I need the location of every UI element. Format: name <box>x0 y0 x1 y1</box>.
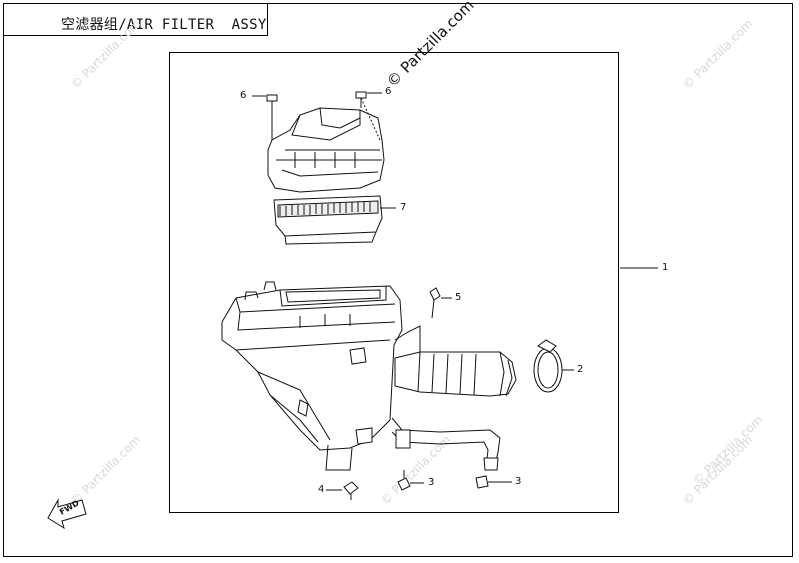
callout-6-left: 6 <box>240 90 247 101</box>
airbox-lower-housing <box>221 281 403 471</box>
hose-clamp <box>533 339 574 393</box>
screw-3-right <box>475 475 512 489</box>
callout-3-right: 3 <box>515 476 522 487</box>
screw-4 <box>326 481 359 500</box>
screw-5 <box>429 287 452 319</box>
title-box: 空滤器组/AIR FILTER ASSY <box>3 3 268 36</box>
callout-5: 5 <box>455 292 462 303</box>
callout-1: 1 <box>662 262 669 273</box>
filter-element <box>273 195 396 245</box>
bolt-6-left <box>252 94 278 140</box>
screw-3-left <box>397 470 424 491</box>
callout-4: 4 <box>318 484 325 495</box>
bolt-6-right <box>355 91 382 141</box>
diagram-title: 空滤器组/AIR FILTER ASSY <box>61 17 267 33</box>
parts-frame <box>169 52 619 513</box>
page-border <box>3 3 793 557</box>
airbox-cover <box>267 107 385 193</box>
drain-hose <box>391 417 501 471</box>
callout-3-left: 3 <box>428 477 435 488</box>
intake-duct <box>394 325 517 397</box>
callout-2: 2 <box>577 364 584 375</box>
callout-7: 7 <box>400 202 407 213</box>
fwd-arrow <box>47 498 87 530</box>
callout-6-right: 6 <box>385 86 392 97</box>
